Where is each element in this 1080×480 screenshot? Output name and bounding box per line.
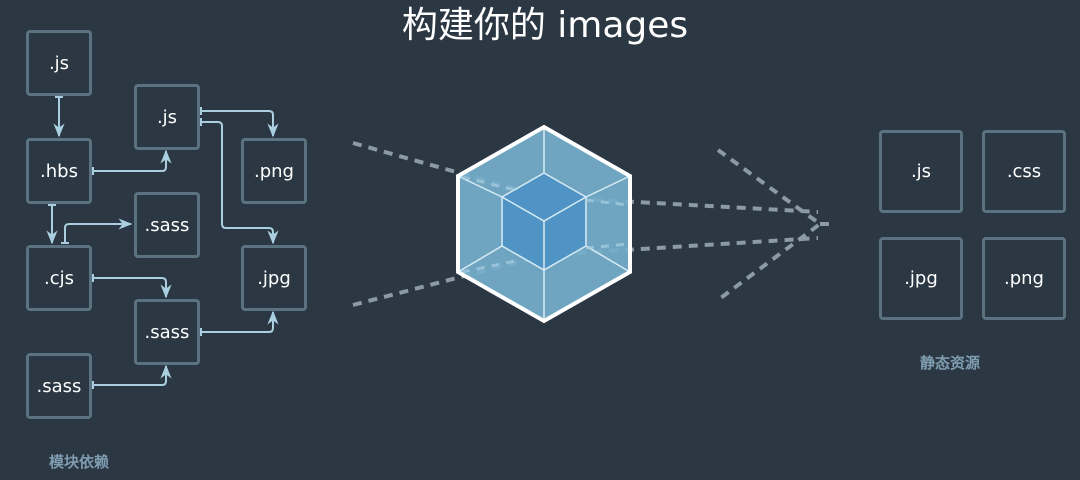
module-box-jpg: .jpg (241, 245, 307, 311)
module-box-sass: .sass (26, 353, 92, 419)
module-label: .jpg (257, 267, 291, 289)
module-box-png: .png (241, 138, 307, 204)
module-label: .js (48, 52, 70, 74)
assets-caption: 静态资源 (920, 354, 981, 372)
module-label: .sass (144, 214, 190, 236)
asset-label: .png (1004, 268, 1044, 289)
module-label: .hbs (40, 160, 78, 182)
module-label: .sass (36, 375, 82, 397)
module-label: .png (254, 160, 294, 182)
module-box-sass: .sass (134, 299, 200, 365)
asset-box-js: .js (879, 130, 963, 213)
page-title: 构建你的 images (401, 5, 689, 46)
module-label: .cjs (44, 267, 74, 289)
module-box-hbs: .hbs (26, 138, 92, 204)
module-label: .js (156, 106, 178, 128)
asset-label: .js (910, 161, 932, 182)
asset-box-jpg: .jpg (879, 237, 963, 320)
modules-caption: 模块依赖 (49, 453, 110, 471)
asset-box-png: .png (982, 237, 1066, 320)
webpack-cube-icon (456, 124, 632, 324)
module-label: .sass (144, 321, 190, 343)
module-box-cjs: .cjs (26, 245, 92, 311)
asset-label: .jpg (904, 268, 938, 289)
asset-label: .css (1006, 161, 1042, 182)
module-box-js: .js (26, 30, 92, 96)
module-box-sass: .sass (134, 192, 200, 258)
asset-box-css: .css (982, 130, 1066, 213)
module-box-js: .js (134, 84, 200, 150)
